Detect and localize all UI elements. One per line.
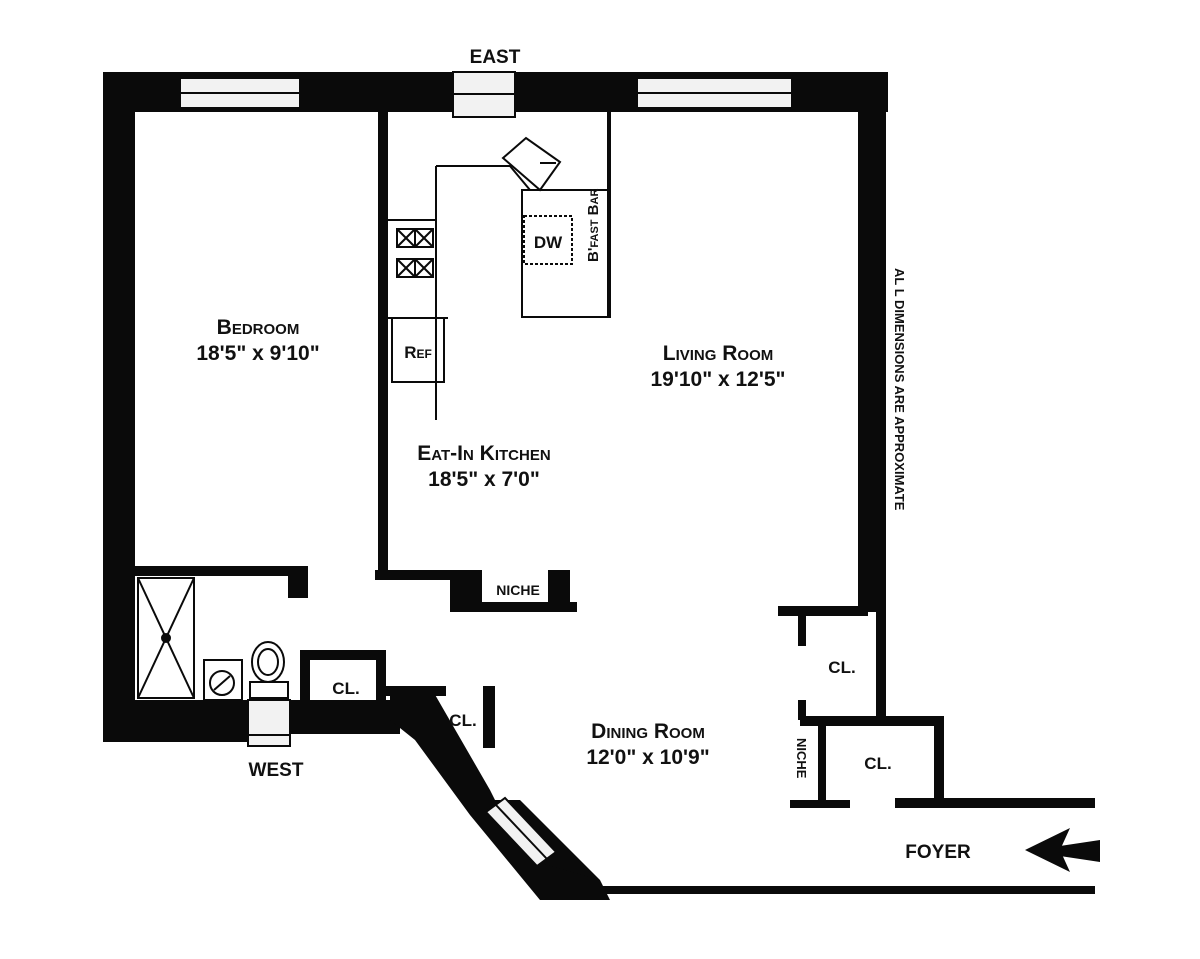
bedroom-dims: 18'5" x 9'10" <box>196 342 319 365</box>
bedroom-name: Bedroom <box>217 316 300 339</box>
living-room-dims: 19'10" x 12'5" <box>650 368 785 391</box>
closet-bath-label: CL. <box>332 679 359 698</box>
foyer-label: FOYER <box>905 842 971 863</box>
dining-room-dims: 12'0" x 10'9" <box>586 746 709 769</box>
niche-kitchen-label: NICHE <box>496 582 540 598</box>
kitchen-dims: 18'5" x 7'0" <box>428 468 540 491</box>
refrigerator-label: Ref <box>404 343 432 362</box>
closet-right-upper-label: CL. <box>828 658 855 677</box>
compass-east: EAST <box>470 47 521 68</box>
stove-icon <box>396 228 434 278</box>
kitchen-name: Eat-In Kitchen <box>417 442 550 465</box>
dishwasher-label: DW <box>534 233 563 252</box>
dimensions-note: AL L DIMENSIONS ARE APPROXIMATE <box>892 268 907 511</box>
dining-room-name: Dining Room <box>591 720 705 743</box>
interior-walls <box>135 112 1095 894</box>
sink-icon <box>203 659 243 701</box>
shower-icon <box>137 577 195 699</box>
windows <box>179 71 793 868</box>
kitchen-fixtures <box>388 111 611 420</box>
closet-hall-label: CL. <box>449 711 476 730</box>
bathroom-fixtures <box>137 577 289 701</box>
bfast-bar-label: B'fast Bar <box>585 189 602 262</box>
niche-side-label: NICHE <box>794 738 809 779</box>
living-room-name: Living Room <box>663 342 774 365</box>
entry-arrow-icon <box>1025 828 1100 872</box>
closet-right-lower-label: CL. <box>864 754 891 773</box>
compass-west: WEST <box>249 760 304 781</box>
